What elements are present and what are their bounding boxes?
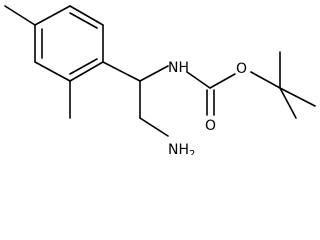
ring-bond-1 — [34, 5, 71, 26]
ring-double-bond-inner-1 — [69, 12, 98, 29]
nh2-label: NH2 — [168, 142, 195, 155]
benzene-ring — [34, 5, 104, 82]
ch2-to-nh2-bond — [139, 117, 169, 137]
ring-bond-6 — [69, 5, 104, 26]
ring-double-bond-inner-3 — [69, 58, 98, 75]
ring-to-ch-bond — [102, 61, 141, 82]
ch-to-nh-bond — [139, 65, 169, 82]
nh-to-carbonyl-bond — [186, 71, 211, 89]
tbutyl-methyl-bottom — [279, 87, 297, 119]
nh-label: NH — [168, 60, 189, 76]
ring-bond-4 — [69, 61, 104, 82]
o-ester-label: O — [236, 61, 247, 77]
chemical-structure-diagram: NH O O NH2 — [4, 5, 316, 155]
ring-bond-3 — [34, 61, 71, 82]
o-carbonyl-label: O — [205, 118, 216, 134]
nh2-label-main: NH — [168, 142, 189, 155]
methyl-bond-top-left — [4, 5, 36, 26]
o-ester-to-tbutyl-bond — [250, 71, 281, 89]
nh2-label-subscript: 2 — [189, 149, 195, 155]
tbutyl-methyl-right — [279, 87, 316, 107]
carbonyl-to-o-ester-bond — [209, 73, 236, 89]
